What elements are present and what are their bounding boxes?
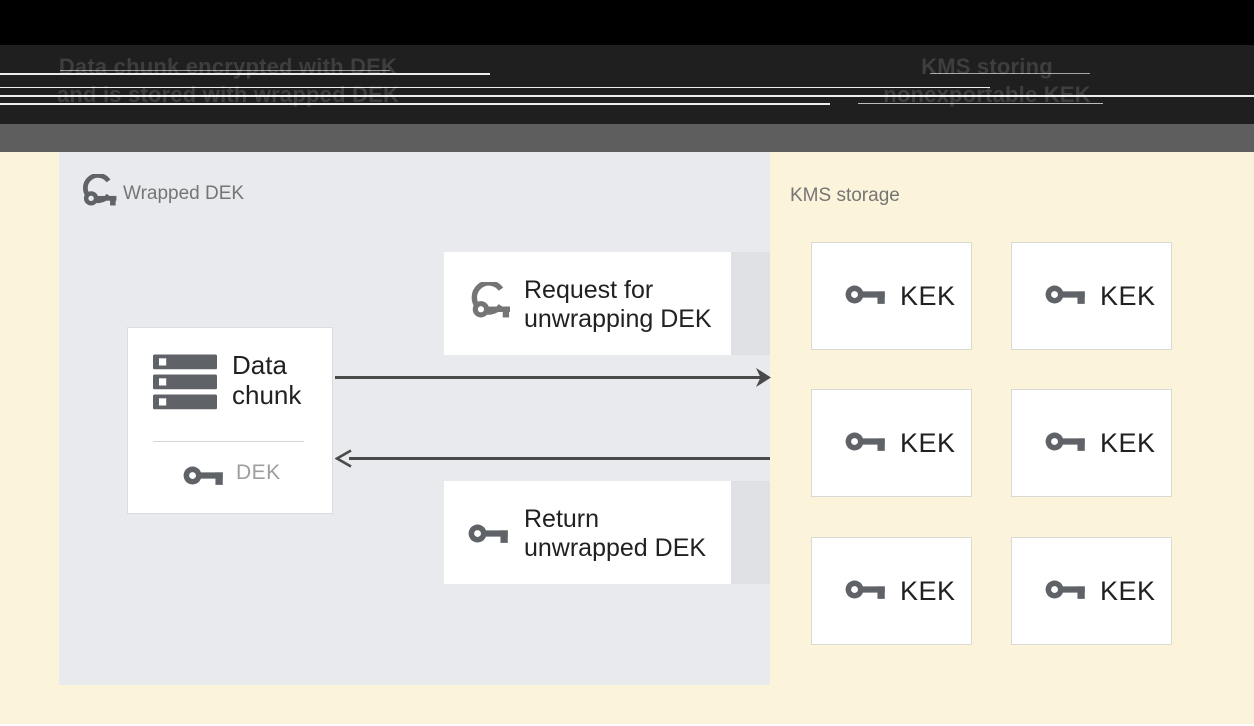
right-caption: KMS storing nonexportable KEK [852,53,1122,109]
right-caption-line1: KMS storing [921,54,1053,79]
request-unwrap-label: Request for unwrapping DEK [524,276,712,334]
left-caption-line2: and is stored with wrapped DEK [56,82,400,107]
data-chunk-box: Data chunk DEK [127,327,333,514]
left-caption: Data chunk encrypted with DEK and is sto… [48,53,408,109]
glitch-line [0,103,830,105]
request-unwrap-box: Request for unwrapping DEK [444,252,731,355]
data-chunk-label: Data chunk [232,350,301,410]
kek-label: KEK [1100,576,1156,606]
key-icon [468,521,510,551]
return-label-line1: Return [524,505,600,533]
key-icon [845,282,887,312]
glitch-line [0,73,490,75]
return-unwrapped-label: Return unwrapped DEK [524,505,706,563]
kek-label: KEK [900,281,956,311]
kek-box: KEK [1011,537,1172,645]
kek-label: KEK [1100,281,1156,311]
kek-box: KEK [811,537,972,645]
server-stack-icon [153,354,217,416]
header-band: Data chunk encrypted with DEK and is sto… [0,45,1254,124]
kek-box: KEK [811,242,972,350]
request-arrow-line [335,376,761,379]
kek-box: KEK [1011,389,1172,497]
wrapped-key-icon [468,280,512,327]
return-box-shaded-edge [731,481,770,584]
kek-box: KEK [1011,242,1172,350]
header-band-top [0,0,1254,45]
kek-label: KEK [900,576,956,606]
key-icon [845,577,887,607]
arrow-left-icon [334,449,352,473]
left-caption-line1: Data chunk encrypted with DEK [58,54,398,79]
kms-storage-title: KMS storage [790,185,900,206]
wrapped-dek-panel: Wrapped DEK Data chunk [59,152,771,685]
dek-label: DEK [236,461,281,484]
return-unwrapped-box: Return unwrapped DEK [444,481,731,584]
key-icon [1045,577,1087,607]
glitch-line [930,73,1090,74]
wrapped-dek-panel-title: Wrapped DEK [123,183,245,204]
glitch-line [858,103,1103,104]
glitch-line [60,70,390,71]
header-gray-strip [0,124,1254,152]
divider [153,441,304,442]
wrapped-key-icon [80,173,118,215]
kek-label: KEK [900,428,956,458]
kek-box: KEK [811,389,972,497]
return-arrow-line [349,457,770,460]
data-chunk-label-line2: chunk [232,380,302,410]
request-box-shaded-edge [731,252,770,355]
bottom-white-strip [0,724,1254,726]
key-icon [1045,429,1087,459]
kek-label: KEK [1100,428,1156,458]
key-icon [1045,282,1087,312]
right-caption-line2: nonexportable KEK [883,82,1091,107]
key-icon [183,463,225,493]
data-chunk-label-line1: Data [232,350,287,380]
glitch-line [0,95,1254,97]
request-label-line2: unwrapping DEK [524,305,712,333]
return-label-line2: unwrapped DEK [524,534,707,562]
arrow-right-icon [756,368,771,392]
glitch-line [0,87,990,88]
key-icon [845,429,887,459]
request-label-line1: Request for [524,276,654,304]
